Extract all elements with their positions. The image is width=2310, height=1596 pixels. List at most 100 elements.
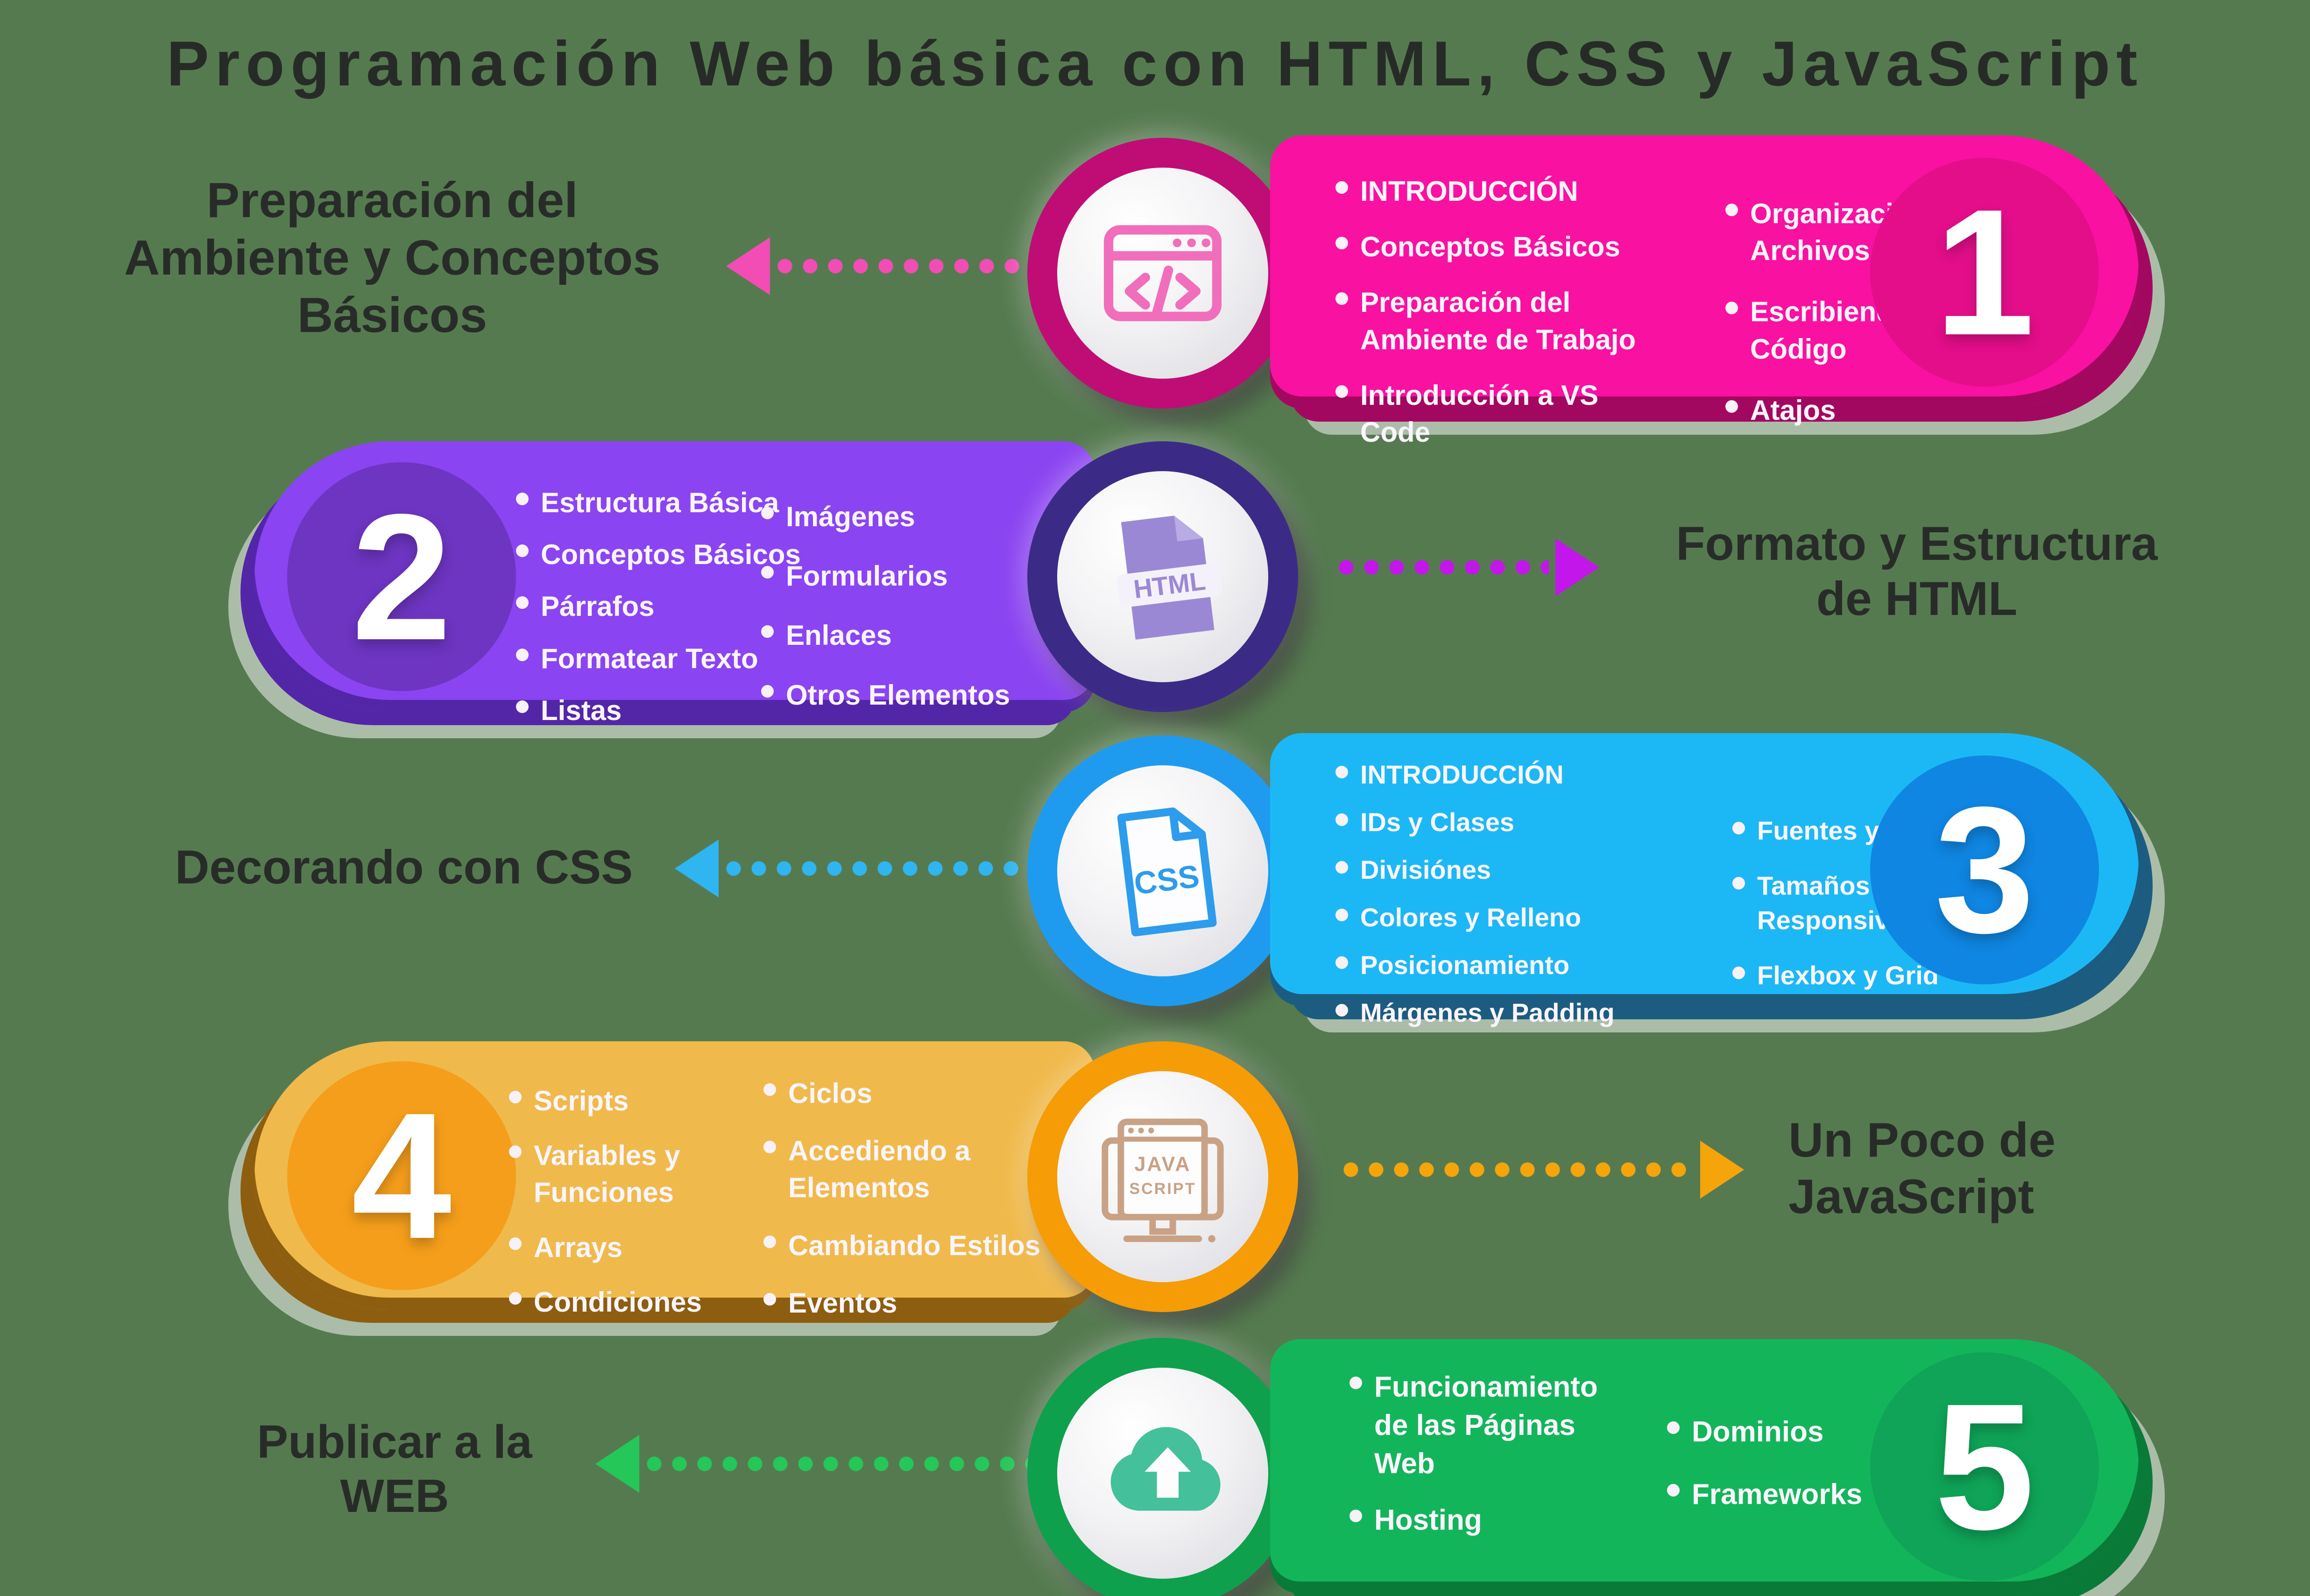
bullet-dot	[1335, 861, 1348, 874]
section-4-number-badge: 4	[287, 1061, 516, 1290]
bullet-item: Arrays	[509, 1229, 761, 1266]
section-2-panel: 2 Estructura Básica Conceptos Básicos Pá…	[254, 441, 1095, 726]
section-4-heading: Un Poco de JavaScript	[1788, 1113, 2056, 1224]
bullet-dot	[1667, 1483, 1680, 1497]
section-4-arrow	[1342, 1139, 1744, 1200]
dotted-line	[1338, 559, 1549, 576]
section-number: 1	[1934, 171, 2035, 373]
bullet-label: INTRODUCCIÓN	[1360, 176, 1578, 207]
bullet-item: Variables y Funciones	[509, 1137, 761, 1211]
section-3-arrow	[675, 838, 1051, 899]
section-2-arrow	[1338, 537, 1599, 598]
section-3: Decorando con CSS CSS INTRODUCCIÓN IDs y…	[0, 714, 2310, 1037]
bullet-label: Otros Elementos	[786, 679, 1010, 711]
bullet-dot	[509, 1091, 522, 1103]
bullet-label: Imágenes	[786, 501, 915, 532]
bullet-item: INTRODUCCIÓN	[1335, 757, 1737, 792]
html-file-icon: HTML	[1027, 441, 1298, 712]
icon-label: JAVA	[1134, 1153, 1191, 1176]
arrowhead-right-icon	[1555, 538, 1599, 596]
bullet-item: Enlaces	[761, 617, 1088, 654]
bullet-dot	[1335, 385, 1348, 398]
bullet-dot	[1725, 400, 1738, 413]
bullet-item: Párrafos	[516, 588, 843, 625]
bullet-dot	[763, 1292, 776, 1306]
code-window-icon	[1027, 138, 1298, 409]
dotted-line	[777, 258, 1051, 275]
bullet-dot	[516, 596, 529, 609]
css-file-icon: CSS	[1027, 735, 1298, 1006]
icon-disc: HTML	[1057, 471, 1268, 682]
cloud-upload-icon	[1027, 1338, 1298, 1596]
section-3-panel: INTRODUCCIÓN IDs y Clases Divisiónes Col…	[1270, 733, 2139, 1027]
bullet-label: Colores y Relleno	[1360, 902, 1582, 932]
bullet-item: Divisiónes	[1335, 853, 1737, 887]
section-1-panel: INTRODUCCIÓN Conceptos Básicos Preparaci…	[1270, 135, 2139, 448]
arrowhead-left-icon	[595, 1435, 639, 1493]
bullet-dot	[761, 566, 774, 579]
bullet-dot	[1335, 813, 1348, 826]
bullet-label: Dominios	[1692, 1416, 1824, 1448]
icon-label: CSS	[1132, 858, 1201, 901]
bullet-item: Otros Elementos	[761, 677, 1088, 713]
bullet-label: Preparación del Ambiente de Trabajo	[1360, 287, 1636, 355]
section-5-number-badge: 5	[1870, 1352, 2099, 1581]
section-5-heading: Publicar a la WEB	[257, 1416, 532, 1522]
section-4: 4 Scripts Variables y Funciones Arrays C…	[0, 1023, 2310, 1335]
section-3-number-badge: 3	[1870, 755, 2099, 984]
bullet-label: Estructura Básica	[541, 487, 779, 518]
section-4-bullets-col1: Scripts Variables y Funciones Arrays Con…	[509, 1082, 761, 1338]
icon-label: SCRIPT	[1129, 1180, 1196, 1198]
section-1-bullets-col1: INTRODUCCIÓN Conceptos Básicos Preparaci…	[1335, 173, 1653, 469]
bullet-item: IDs y Clases	[1335, 805, 1737, 840]
bullet-dot	[1335, 908, 1348, 921]
bullet-dot	[516, 544, 529, 558]
bullet-dot	[763, 1083, 776, 1096]
bullet-item: Conceptos Básicos	[1335, 228, 1653, 265]
bullet-dot	[1725, 302, 1738, 315]
icon-disc: JAVA SCRIPT	[1057, 1071, 1268, 1282]
bullet-dot	[761, 507, 774, 519]
section-2: 2 Estructura Básica Conceptos Básicos Pá…	[0, 420, 2310, 728]
bullet-dot	[761, 625, 774, 638]
bullet-item: Posicionamiento	[1335, 948, 1737, 982]
bullet-label: IDs y Clases	[1360, 807, 1514, 837]
bullet-dot	[1732, 822, 1745, 834]
bullet-item: Listas	[516, 692, 843, 729]
bullet-label: Formatear Texto	[541, 643, 758, 674]
arrowhead-left-icon	[726, 237, 770, 295]
bullet-dot	[516, 648, 529, 661]
bullet-item: Preparación del Ambiente de Trabajo	[1335, 284, 1653, 358]
bullet-label: Márgenes y Padding	[1360, 997, 1615, 1027]
page-title: Programación Web básica con HTML, CSS y …	[166, 28, 2144, 99]
section-1-heading: Preparación del Ambiente y Conceptos Bás…	[124, 173, 661, 343]
bullet-dot	[1349, 1510, 1362, 1523]
bullet-item: Condiciones	[509, 1284, 761, 1321]
section-number: 4	[351, 1075, 452, 1276]
dotted-line	[725, 860, 1051, 877]
bullet-label: Conceptos Básicos	[1360, 231, 1620, 263]
bullet-dot	[1335, 181, 1348, 194]
section-2-heading: Formato y Estructura de HTML	[1676, 517, 2158, 626]
bullet-label: Posicionamiento	[1360, 950, 1570, 980]
bullet-dot	[509, 1237, 522, 1250]
bullet-item: Frameworks	[1667, 1476, 1957, 1514]
bullet-item: Dominios	[1667, 1413, 1957, 1451]
bullet-label: Párrafos	[541, 591, 655, 622]
bullet-item: INTRODUCCIÓN	[1335, 173, 1653, 210]
bullet-label: Ciclos	[788, 1078, 873, 1109]
bullet-item: Accediendo a Elementos	[763, 1132, 1090, 1206]
bullet-dot	[1335, 292, 1348, 305]
bullet-item: Cambiando Estilos	[763, 1227, 1090, 1264]
section-1-arrow	[726, 236, 1051, 297]
bullet-dot	[1732, 876, 1745, 890]
section-1-number-badge: 1	[1870, 157, 2099, 387]
section-5-bullets-col2: Dominios Frameworks	[1667, 1413, 1957, 1538]
bullet-dot	[763, 1141, 776, 1154]
bullet-label: Formularios	[786, 560, 948, 592]
bullet-item: Scripts	[509, 1082, 761, 1119]
bullet-item: Estructura Básica	[516, 484, 843, 521]
bullet-item: Formatear Texto	[516, 640, 843, 677]
bullet-label: Introducción a VS Code	[1360, 379, 1599, 448]
